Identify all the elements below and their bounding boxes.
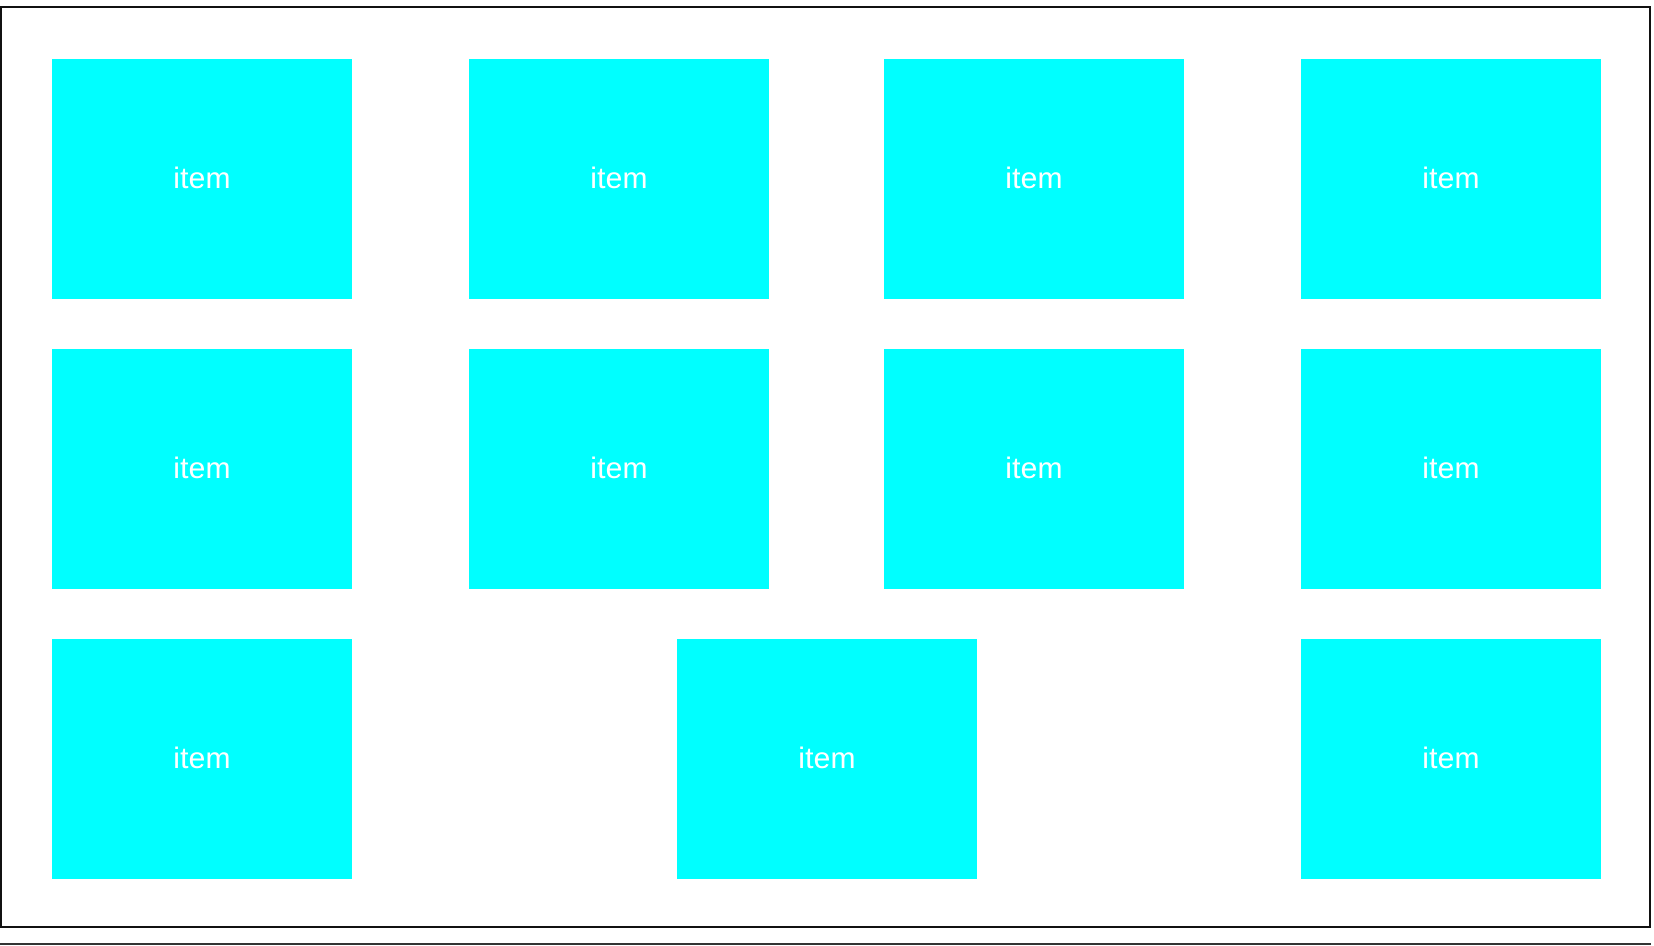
grid-item-label: item [173,162,231,195]
grid-item: item [469,349,769,589]
grid-item: item [677,639,977,879]
grid-item: item [469,59,769,299]
grid-item: item [52,639,352,879]
grid-item-label: item [1005,162,1063,195]
grid-item: item [1301,639,1601,879]
grid-item: item [1301,59,1601,299]
grid-item-label: item [798,742,856,775]
bottom-divider [0,943,1651,945]
grid-item-label: item [1005,452,1063,485]
grid-item-label: item [173,452,231,485]
flex-container: item item item item item item item item … [0,6,1651,928]
grid-item: item [52,349,352,589]
grid-item-label: item [1422,162,1480,195]
grid-item: item [1301,349,1601,589]
grid-item: item [884,59,1184,299]
grid-item-label: item [590,162,648,195]
grid-item-label: item [590,452,648,485]
grid-item-label: item [1422,742,1480,775]
grid-item: item [52,59,352,299]
grid-item-label: item [173,742,231,775]
grid-item-label: item [1422,452,1480,485]
grid-item: item [884,349,1184,589]
